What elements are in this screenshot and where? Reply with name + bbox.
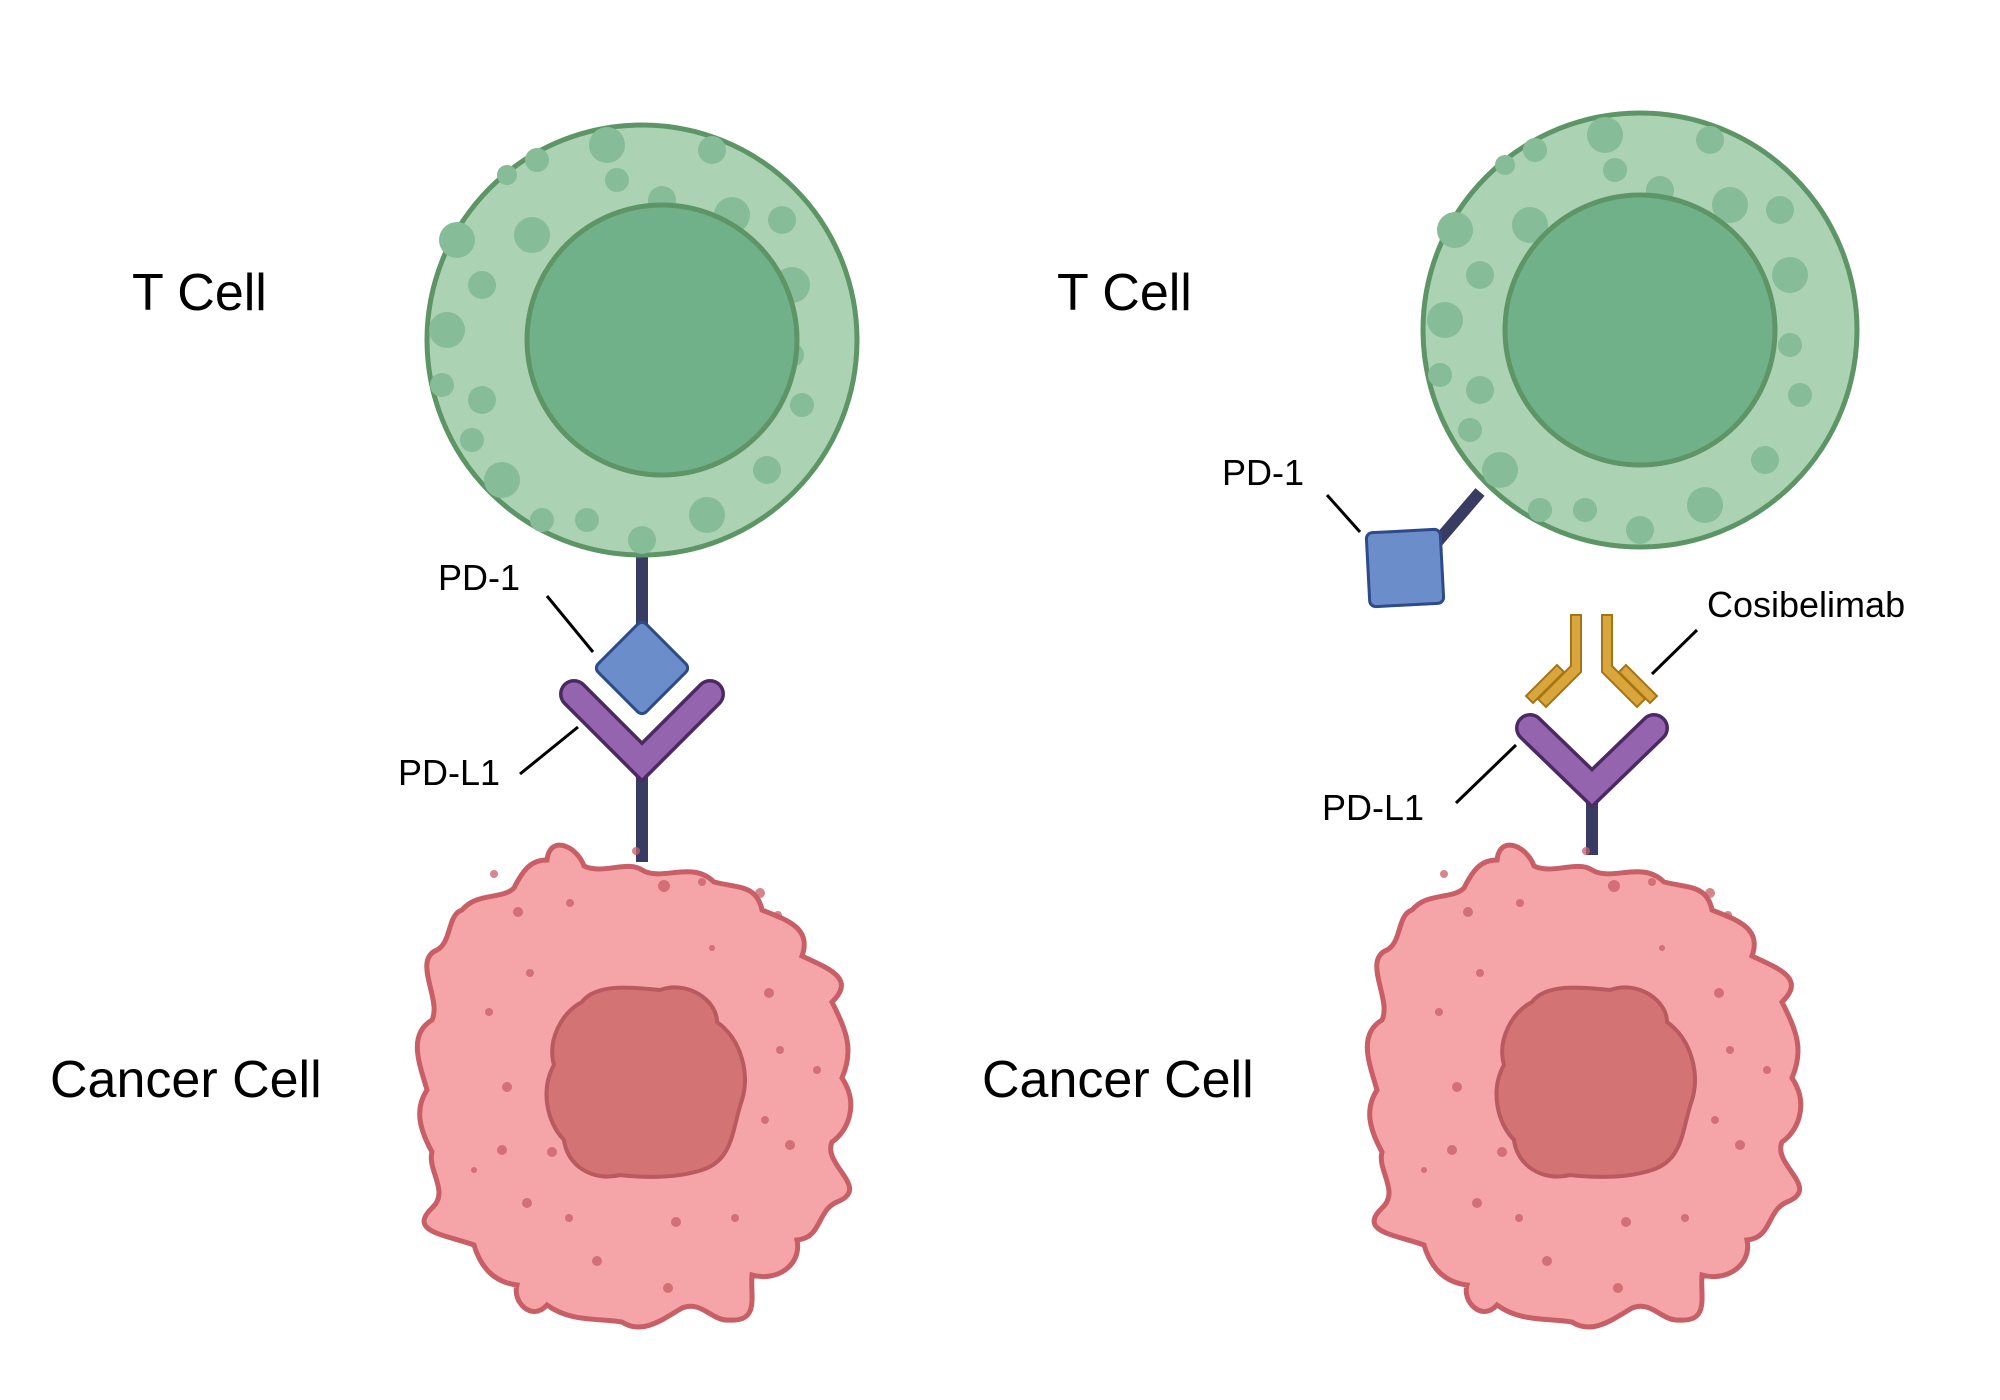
- pdl1-leader-line: [1454, 743, 1518, 805]
- cosibelimab-label: Cosibelimab: [1707, 584, 1905, 625]
- cancer-cell-label: Cancer Cell: [50, 1051, 322, 1109]
- pd1-leader-line: [545, 595, 595, 653]
- cancer-cell-nucleus: [1494, 985, 1697, 1179]
- t-cell: [424, 122, 860, 558]
- pd1-receptor: [594, 620, 690, 716]
- pdl1-label: PD-L1: [1322, 787, 1424, 828]
- cancer-cell-nucleus: [544, 985, 747, 1179]
- pd1-receptor: [1364, 527, 1446, 609]
- pdl1-label: PD-L1: [398, 752, 500, 793]
- t-cell-nucleus: [1502, 192, 1778, 468]
- pd1-leader-line: [1325, 494, 1362, 533]
- cosibelimab-antibody: [1524, 614, 1659, 709]
- pdl1-leader-line: [519, 725, 579, 776]
- pd1-label: PD-1: [1222, 452, 1304, 493]
- cosibelimab-leader-line: [1650, 628, 1699, 676]
- pd1-label: PD-1: [438, 557, 520, 598]
- cancer-cell: [1364, 842, 1804, 1330]
- left-panel: T Cell Cancer Cell PD-1 PD-L1: [50, 122, 860, 1330]
- t-cell-label: T Cell: [1057, 264, 1192, 322]
- cancer-cell-label: Cancer Cell: [982, 1051, 1254, 1109]
- t-cell-nucleus: [524, 202, 800, 478]
- t-cell-label: T Cell: [132, 264, 267, 322]
- t-cell: [1420, 110, 1860, 550]
- cancer-cell: [414, 842, 854, 1330]
- right-panel: T Cell Cancer Cell PD-1 PD-L1 Cosibelima…: [982, 110, 1905, 1330]
